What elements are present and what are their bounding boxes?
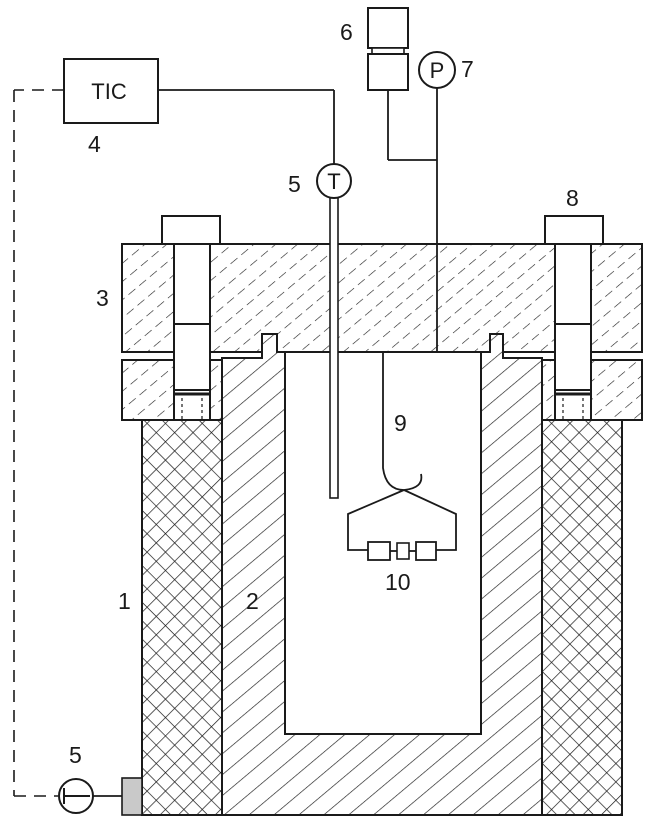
label-thermocouple-top: 5 — [288, 171, 301, 197]
label-lid: 3 — [96, 285, 109, 311]
gas-line — [387, 88, 438, 352]
label-sample: 10 — [385, 569, 411, 595]
thermocouple-gauge-top: T — [316, 163, 352, 199]
sample-holder — [367, 541, 437, 561]
thermocouple-gauge-bottom — [58, 777, 143, 816]
temperature-controller: TIC — [63, 58, 159, 124]
label-thermocouple-bottom: 5 — [69, 742, 82, 768]
thermocouple-probe — [329, 195, 339, 499]
signal-line-top — [158, 89, 335, 164]
label-bolt: 8 — [566, 185, 579, 211]
bolt-right — [544, 215, 604, 421]
pressure-symbol: P — [430, 58, 445, 83]
bolt-left — [161, 215, 221, 421]
vessel-body — [221, 333, 543, 816]
controller-symbol: TIC — [91, 79, 127, 104]
valve — [367, 7, 409, 91]
label-furnace: 1 — [118, 588, 131, 614]
label-controller: 4 — [88, 131, 101, 157]
label-pressure-gauge: 7 — [461, 56, 474, 82]
temperature-symbol-top: T — [327, 169, 340, 194]
furnace-insulation — [141, 419, 623, 816]
suspension-wire — [347, 352, 457, 551]
label-vessel: 2 — [246, 588, 259, 614]
signal-line-dashed — [13, 89, 64, 797]
pressure-gauge: P — [418, 51, 456, 89]
label-wire: 9 — [394, 410, 407, 436]
label-valve: 6 — [340, 19, 353, 45]
